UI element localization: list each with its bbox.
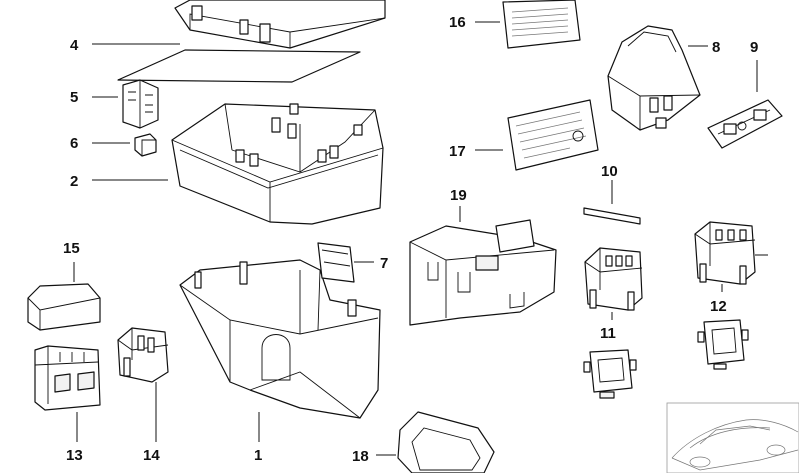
callout-4: 4 (70, 37, 79, 54)
part-12-socket: 12 (694, 221, 768, 370)
callout-13: 13 (66, 447, 83, 464)
callout-16: 16 (449, 14, 466, 31)
part-13-connector: 13 (34, 345, 101, 464)
part-16-card: 16 (449, 0, 581, 49)
part-1-tray: 1 (179, 259, 381, 464)
part-11-socket: 11 (583, 247, 643, 399)
part-8-cap: 8 (607, 25, 720, 131)
callout-19: 19 (450, 187, 467, 204)
part-10-strip: 10 (583, 163, 641, 225)
part-17-card: 17 (449, 99, 599, 171)
callout-2: 2 (70, 173, 78, 190)
part-2-housing: 2 (70, 103, 384, 225)
callout-5: 5 (70, 89, 78, 106)
callout-6: 6 (70, 135, 78, 152)
callout-12: 12 (710, 298, 727, 315)
top-cover (174, 0, 386, 49)
part-19-insert: 19 (409, 187, 557, 326)
car-thumbnail-image (666, 402, 799, 473)
callout-15: 15 (63, 240, 80, 257)
callout-8: 8 (712, 39, 720, 56)
callout-9: 9 (750, 39, 758, 56)
part-4-gasket: 4 (70, 37, 361, 83)
callout-7: 7 (380, 255, 388, 272)
callout-14: 14 (143, 447, 160, 464)
part-9-bracket: 9 (707, 39, 783, 149)
part-6-fuse: 6 (70, 133, 157, 157)
callout-18: 18 (352, 448, 369, 465)
callout-1: 1 (254, 447, 262, 464)
part-5-clip: 5 (70, 79, 159, 129)
callout-17: 17 (449, 143, 466, 160)
callout-11: 11 (600, 325, 616, 342)
part-7-plate: 7 (317, 242, 388, 283)
part-15-cap: 15 (27, 240, 101, 331)
part-18-gasket-ring: 18 (352, 411, 495, 473)
part-14-socket: 14 (117, 327, 169, 464)
callout-10: 10 (601, 163, 618, 180)
